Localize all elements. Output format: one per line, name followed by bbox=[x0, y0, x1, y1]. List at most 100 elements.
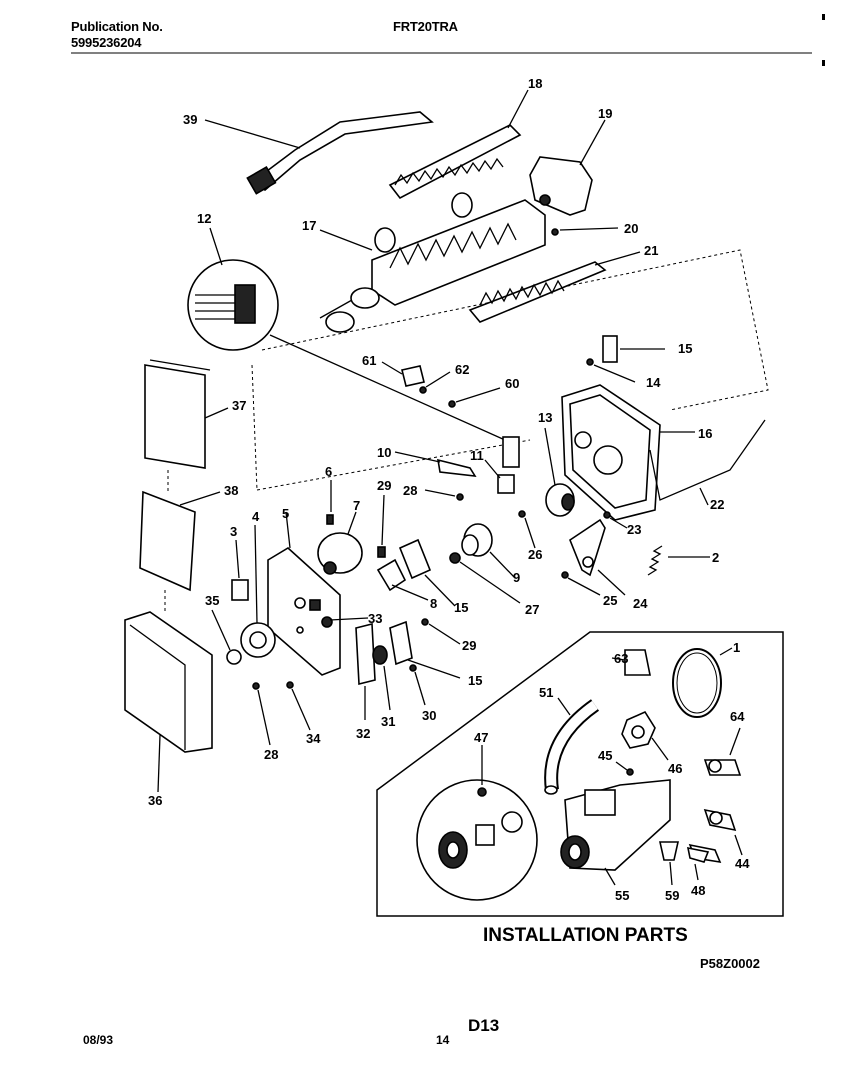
callout-39: 39 bbox=[183, 112, 197, 127]
part-51-tube bbox=[544, 697, 600, 795]
publication-label: Publication No. bbox=[71, 19, 163, 34]
callout-12: 12 bbox=[197, 211, 211, 226]
part-59-insert bbox=[659, 841, 679, 886]
callout-37: 37 bbox=[232, 398, 246, 413]
part-62-screw bbox=[419, 371, 451, 394]
callout-59: 59 bbox=[665, 888, 679, 903]
callout-29-b: 29 bbox=[462, 638, 476, 653]
edge-mark-top bbox=[822, 14, 825, 20]
callout-34: 34 bbox=[306, 731, 321, 746]
part-23-spring-clip bbox=[603, 511, 628, 529]
part-37-manual bbox=[144, 359, 229, 469]
callout-35: 35 bbox=[205, 593, 219, 608]
callout-28-a: 28 bbox=[403, 483, 417, 498]
part-7-motor bbox=[317, 511, 363, 575]
callout-21: 21 bbox=[644, 243, 658, 258]
part-9-cam bbox=[461, 523, 516, 579]
callout-60: 60 bbox=[505, 376, 519, 391]
callout-4: 4 bbox=[252, 509, 260, 524]
callout-28-b: 28 bbox=[264, 747, 278, 762]
callout-33: 33 bbox=[368, 611, 382, 626]
callout-63: 63 bbox=[614, 651, 628, 666]
part-38-sheet bbox=[139, 470, 221, 612]
callout-31: 31 bbox=[381, 714, 395, 729]
callout-47: 47 bbox=[474, 730, 488, 745]
part-32-bracket bbox=[355, 622, 376, 720]
callout-25: 25 bbox=[603, 593, 617, 608]
callout-44: 44 bbox=[735, 856, 750, 871]
edge-mark-bottom bbox=[822, 60, 825, 66]
part-30-screw bbox=[409, 664, 426, 706]
part-14-screw bbox=[586, 358, 636, 383]
callout-19: 19 bbox=[598, 106, 612, 121]
callout-30: 30 bbox=[422, 708, 436, 723]
callout-10: 10 bbox=[377, 445, 391, 460]
part-34-screw bbox=[286, 681, 311, 731]
callout-17: 17 bbox=[302, 218, 316, 233]
part-28-screw-a bbox=[424, 489, 464, 501]
enclosure-dashed-bottom bbox=[256, 439, 531, 491]
callout-29-a: 29 bbox=[377, 478, 391, 493]
callout-46-b: 48 bbox=[691, 883, 705, 898]
part-61-bracket bbox=[381, 361, 425, 387]
part-31-heater-clip bbox=[372, 645, 391, 711]
callout-22: 22 bbox=[710, 497, 724, 512]
part-33-screw bbox=[321, 616, 369, 628]
part-55-water-valve bbox=[560, 779, 671, 886]
part-29-screw-a bbox=[377, 494, 386, 558]
part-8-switch bbox=[376, 558, 429, 601]
callout-15-a: 15 bbox=[678, 341, 692, 356]
enclosure-dashed-outline bbox=[261, 249, 769, 411]
callout-11: 11 bbox=[470, 448, 484, 463]
part-4-gear bbox=[240, 524, 276, 658]
part-10-lever bbox=[394, 451, 477, 477]
part-60-screw bbox=[448, 387, 501, 408]
part-21-rail bbox=[468, 251, 641, 323]
callout-3: 3 bbox=[230, 524, 237, 539]
part-48-clip bbox=[686, 846, 710, 881]
callout-2: 2 bbox=[712, 550, 719, 565]
callout-62: 62 bbox=[455, 362, 469, 377]
part-35-washer bbox=[211, 609, 242, 665]
callout-51: 51 bbox=[539, 685, 553, 700]
callout-20: 20 bbox=[624, 221, 638, 236]
callout-36: 36 bbox=[148, 793, 162, 808]
part-11-connector bbox=[484, 436, 520, 494]
callout-8: 8 bbox=[430, 596, 437, 611]
part-39-arm bbox=[204, 111, 434, 195]
callout-5: 5 bbox=[282, 506, 289, 521]
part-3-label bbox=[231, 539, 249, 601]
part-12-harness-detail bbox=[187, 227, 506, 441]
drawing-number: P58Z0002 bbox=[700, 956, 760, 971]
callout-24: 24 bbox=[633, 596, 648, 611]
callout-1: 1 bbox=[733, 640, 740, 655]
callout-32: 32 bbox=[356, 726, 370, 741]
model-number: FRT20TRA bbox=[393, 19, 458, 34]
footer-date: 08/93 bbox=[83, 1033, 114, 1047]
part-20-screw bbox=[551, 227, 619, 236]
callout-23: 23 bbox=[627, 522, 641, 537]
footer-page: 14 bbox=[436, 1033, 450, 1047]
part-13-coupling bbox=[544, 427, 575, 517]
callout-55: 55 bbox=[615, 888, 629, 903]
part-26-screw-a bbox=[518, 510, 536, 549]
callout-46-a: 46 bbox=[668, 761, 682, 776]
installation-parts-border bbox=[376, 631, 784, 917]
footer-code: D13 bbox=[468, 1016, 500, 1035]
part-27-bushing bbox=[449, 552, 521, 604]
part-64-clip bbox=[703, 727, 742, 776]
part-63-clamp bbox=[611, 649, 651, 676]
callout-15-b: 15 bbox=[454, 600, 468, 615]
part-46-nut bbox=[621, 710, 669, 761]
part-36-carton bbox=[124, 611, 213, 793]
callout-64: 64 bbox=[730, 709, 745, 724]
part-15-switch-middle bbox=[398, 538, 456, 607]
part-22-shutoff-arm bbox=[649, 419, 766, 506]
callout-9: 9 bbox=[513, 570, 520, 585]
callout-13: 13 bbox=[538, 410, 552, 425]
callout-38: 38 bbox=[224, 483, 238, 498]
callout-26-a: 26 bbox=[528, 547, 542, 562]
part-47-valve-detail bbox=[416, 745, 538, 901]
part-25-screw bbox=[561, 571, 601, 596]
